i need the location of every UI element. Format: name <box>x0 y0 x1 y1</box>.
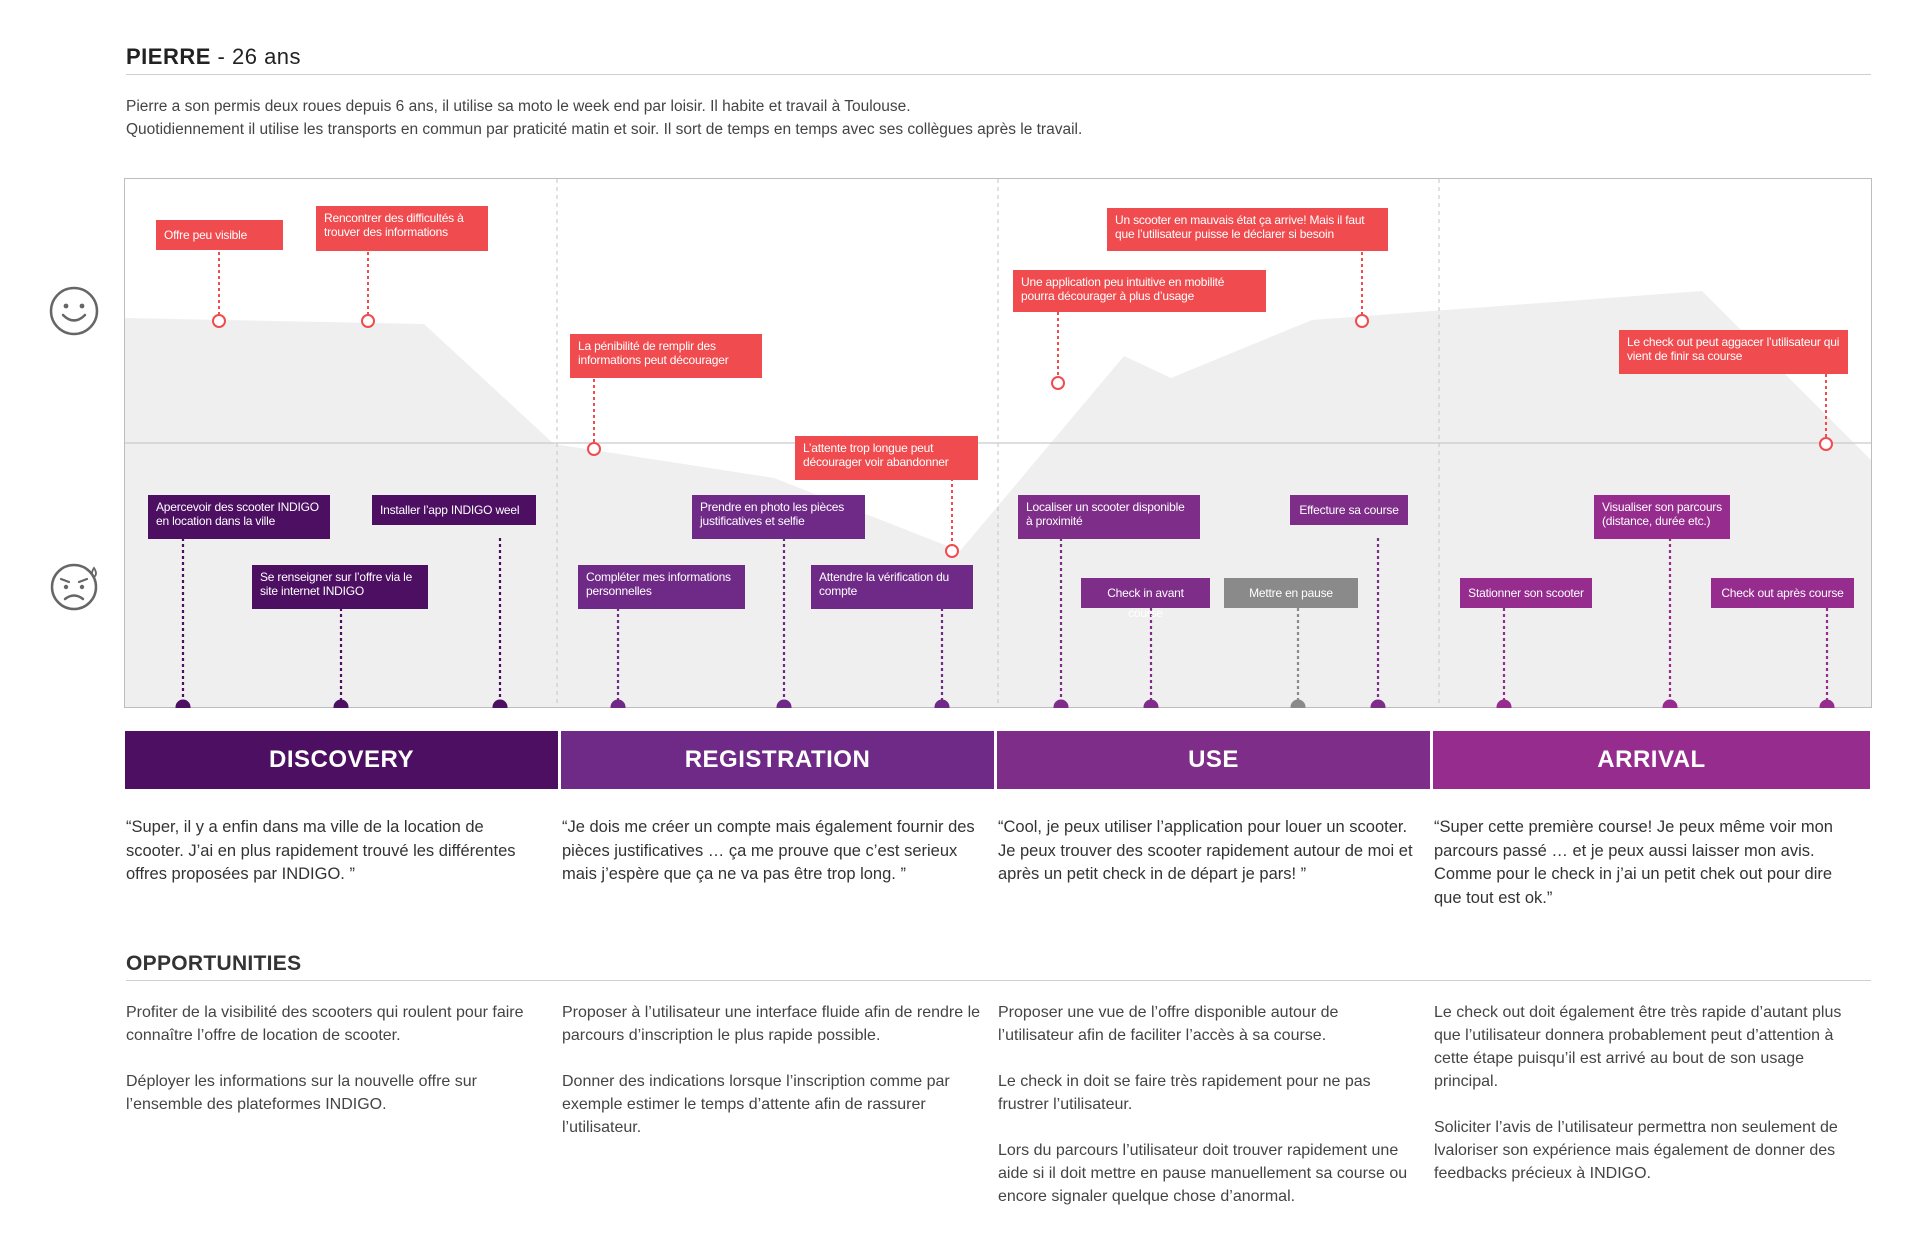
opportunity-text: Donner des indications lorsque l’inscrip… <box>562 1073 950 1136</box>
opportunity-text: Profiter de la visibilité des scooters q… <box>126 1004 524 1044</box>
sad-sweat-face-icon <box>50 563 98 611</box>
pain-connectors <box>218 252 1827 551</box>
action-callout: Check in avant course <box>1081 578 1210 620</box>
action-marker <box>776 699 792 708</box>
action-callout: Localiser un scooter disponible à proxim… <box>1018 495 1200 539</box>
action-marker <box>1053 699 1069 708</box>
pain-marker <box>212 314 226 328</box>
action-callout: Stationner son scooter <box>1460 578 1592 608</box>
action-marker <box>1143 699 1159 708</box>
action-marker <box>1662 699 1678 708</box>
opportunity-text: Proposer une vue de l’offre disponible a… <box>998 1004 1339 1044</box>
opportunities-divider <box>126 980 1871 981</box>
action-markers <box>175 699 1835 708</box>
action-marker <box>1496 699 1512 708</box>
action-callout: Mettre en pause <box>1224 578 1358 608</box>
discovery-quote: “Super, il y a enfin dans ma ville de la… <box>126 818 516 883</box>
opportunity-text: Soliciter l’avis de l’utilisateur permet… <box>1434 1119 1838 1182</box>
pain-marker <box>1051 376 1065 390</box>
action-marker <box>1819 699 1835 708</box>
phase-discovery: DISCOVERY <box>125 731 558 789</box>
smiley-face-icon <box>49 286 99 336</box>
action-callout: Prendre en photo les pièces justificativ… <box>692 495 865 539</box>
use-quote: “Cool, je peux utiliser l’application po… <box>998 818 1413 883</box>
action-callout: Compléter mes informations personnelles <box>578 565 745 609</box>
action-callout: Check out après course <box>1711 578 1854 608</box>
persona-description-line-2: Quotidiennement il utilise les transport… <box>126 121 1083 138</box>
pain-point-callout: L’attente trop longue peut décourager vo… <box>795 436 978 480</box>
action-callout: Visualiser son parcours (distance, durée… <box>1594 495 1730 539</box>
pain-marker <box>1355 314 1369 328</box>
action-marker <box>934 699 950 708</box>
action-callout: Se renseigner sur l’offre via le site in… <box>252 565 428 609</box>
pain-markers <box>212 314 1833 558</box>
pain-point-callout: Le check out peut aggacer l’utilisateur … <box>1619 330 1848 374</box>
pain-point-callout: Une application peu intuitive en mobilit… <box>1013 270 1266 312</box>
opportunity-text: Le check out doit également être très ra… <box>1434 1004 1842 1090</box>
phase-arrival: ARRIVAL <box>1433 731 1870 789</box>
opportunity-text: Lors du parcours l’utilisateur doit trou… <box>998 1142 1408 1205</box>
pain-point-callout: Offre peu visible <box>156 220 283 250</box>
action-marker <box>610 699 626 708</box>
action-marker <box>1290 699 1306 708</box>
emotion-curve-area <box>125 291 1871 707</box>
opportunity-text: Déployer les informations sur la nouvell… <box>126 1073 477 1113</box>
title-divider <box>126 74 1871 75</box>
action-connectors <box>181 538 1829 705</box>
pain-point-callout: Un scooter en mauvais état ça arrive! Ma… <box>1107 208 1388 251</box>
action-marker <box>492 699 508 708</box>
pain-point-callout: Rencontrer des difficultés à trouver des… <box>316 206 488 251</box>
action-callout: Effecture sa course <box>1290 495 1408 525</box>
phase-use: USE <box>997 731 1430 789</box>
action-callout: Installer l’app INDIGO weel <box>372 495 536 525</box>
opportunity-text: Le check in doit se faire très rapidemen… <box>998 1073 1371 1113</box>
phase-registration: REGISTRATION <box>561 731 994 789</box>
persona-title: PIERRE - 26 ans <box>126 44 301 70</box>
pain-marker <box>587 442 601 456</box>
pain-marker <box>945 544 959 558</box>
action-callout: Apercevoir des scooter INDIGO en locatio… <box>148 495 330 539</box>
persona-name: PIERRE <box>126 44 211 69</box>
opportunities-title: OPPORTUNITIES <box>126 952 302 975</box>
emotion-journey-chart <box>124 178 1872 708</box>
action-marker <box>1370 699 1386 708</box>
discovery-opportunities: Profiter de la visibilité des scooters q… <box>126 1001 546 1139</box>
registration-quote: “Je dois me créer un compte mais égaleme… <box>562 818 975 883</box>
arrival-quote: “Super cette première course! Je peux mê… <box>1434 818 1833 907</box>
registration-opportunities: Proposer à l’utilisateur une interface f… <box>562 1001 982 1162</box>
use-opportunities: Proposer une vue de l’offre disponible a… <box>998 1001 1418 1231</box>
arrival-opportunities: Le check out doit également être très ra… <box>1434 1001 1854 1208</box>
action-callout: Attendre la vérification du compte <box>811 565 973 609</box>
action-marker <box>333 699 349 708</box>
opportunity-text: Proposer à l’utilisateur une interface f… <box>562 1004 981 1044</box>
persona-description-line-1: Pierre a son permis deux roues depuis 6 … <box>126 98 911 115</box>
persona-age: - 26 ans <box>217 44 302 69</box>
pain-point-callout: La pénibilité de remplir des information… <box>570 334 762 378</box>
pain-marker <box>1819 437 1833 451</box>
pain-marker <box>361 314 375 328</box>
action-marker <box>175 699 191 708</box>
